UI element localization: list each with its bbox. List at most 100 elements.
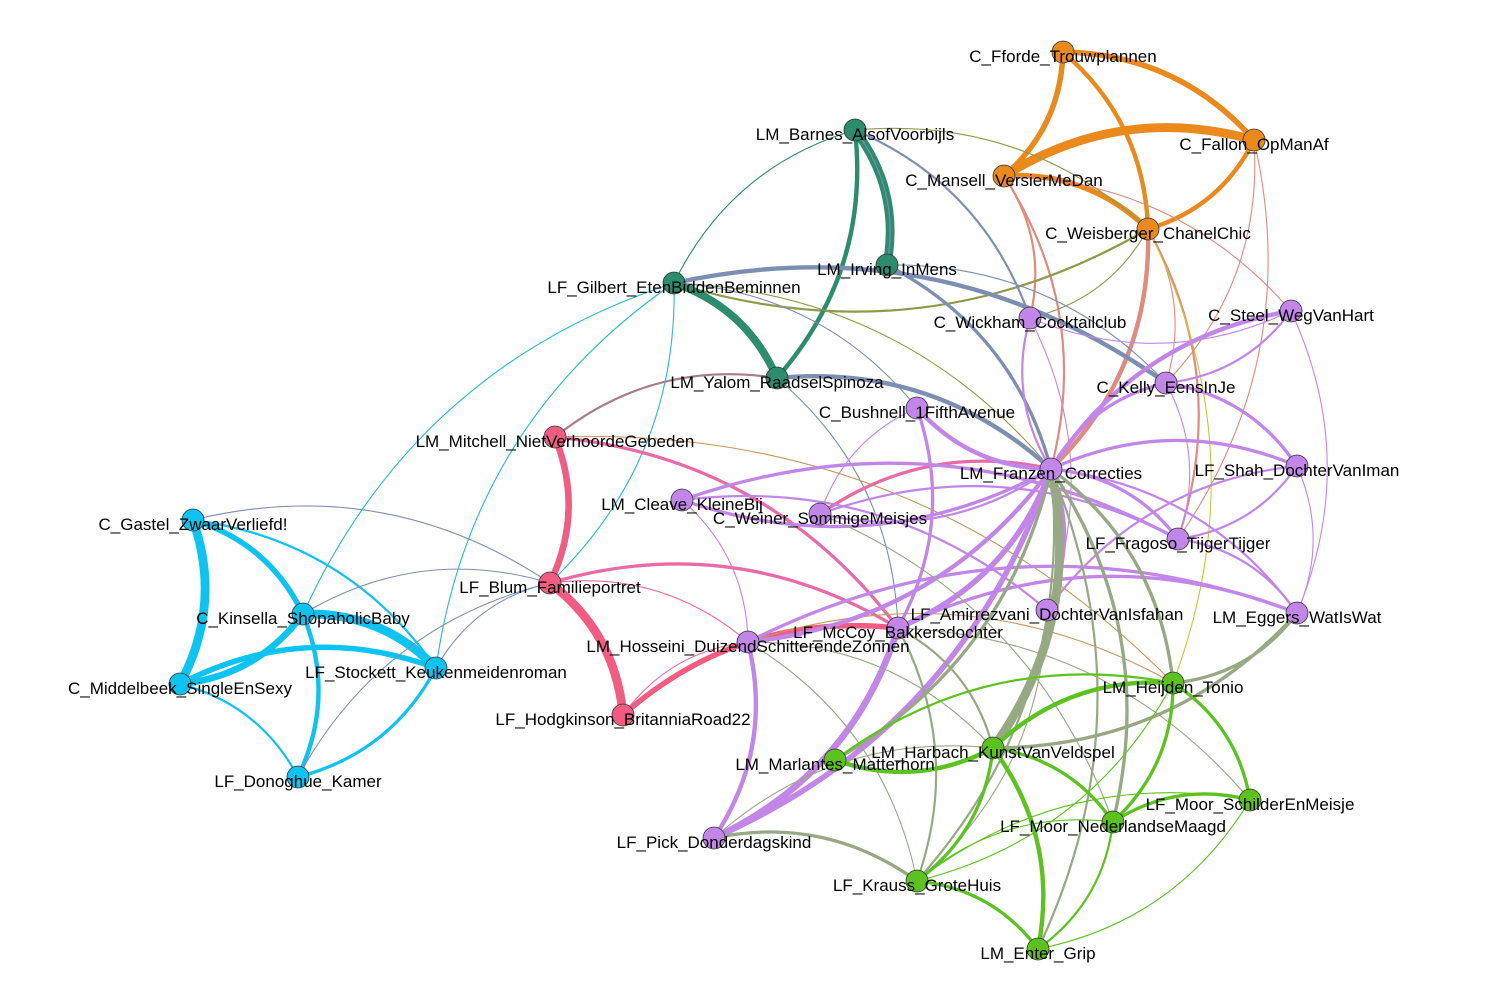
edge-barnes-wickham	[853, 128, 1032, 320]
node-franzen[interactable]	[1039, 457, 1063, 481]
edge-mansell-wickham	[1002, 174, 1037, 320]
edge-shah-fragoso	[1176, 464, 1299, 541]
edge-cleave-amirrezvani	[680, 494, 1049, 612]
edge-marlantes-heijden	[833, 673, 1175, 762]
node-yalom[interactable]	[765, 366, 789, 390]
edge-kinsella-blum	[302, 568, 551, 615]
edge-mansell-steel	[1003, 175, 1292, 312]
edge-heijden-moorn	[1111, 681, 1175, 824]
edge-krauss-moorn	[916, 819, 1114, 882]
node-pick[interactable]	[702, 826, 726, 850]
node-shah[interactable]	[1285, 454, 1309, 478]
node-weisberger[interactable]	[1136, 217, 1160, 241]
node-label-barnes: LM_Barnes_AlsofVoorbijls	[756, 125, 954, 144]
node-kelly[interactable]	[1154, 371, 1178, 395]
edge-irving-kelly	[886, 264, 1167, 384]
edge-gilbert-kelly	[671, 265, 1169, 386]
node-mansell[interactable]	[992, 164, 1016, 188]
node-bushnell[interactable]	[905, 396, 929, 420]
edge-franzen-wickham	[1021, 316, 1053, 471]
node-label-steel: C_Steel_WegVanHart	[1208, 306, 1374, 325]
edge-fallon-weisberger	[1145, 137, 1257, 232]
edge-weisberger-heijden	[1147, 228, 1212, 684]
edge-middelbeek-stockett	[177, 644, 439, 687]
edge-kelly-shah	[1164, 381, 1299, 468]
edge-blum-mccoy	[548, 562, 900, 630]
edge-pick-krauss	[712, 830, 919, 883]
edge-gilbert-franzen	[673, 282, 1052, 470]
node-heijden[interactable]	[1161, 671, 1185, 695]
node-fforde[interactable]	[1051, 40, 1075, 64]
edge-harbach-moorn	[991, 746, 1115, 824]
node-label-cleave: LM_Cleave_KleineBij	[601, 495, 763, 514]
edge-irving-franzen	[885, 263, 1053, 471]
node-mitchell[interactable]	[543, 425, 567, 449]
node-barnes[interactable]	[843, 118, 867, 142]
edge-weisberger-gilbert	[672, 227, 1150, 313]
node-moors[interactable]	[1238, 788, 1262, 812]
edge-barnes-irving	[850, 125, 895, 270]
node-cleave[interactable]	[670, 488, 694, 512]
edge-hosseini-heijden	[747, 613, 1174, 684]
node-steel[interactable]	[1279, 299, 1303, 323]
edge-eggers-heijden	[1171, 611, 1299, 685]
label-layer: C_Fforde_TrouwplannenC_Fallon_OpManAfC_M…	[68, 47, 1399, 963]
node-label-pick: LF_Pick_Donderdagskind	[617, 833, 812, 852]
node-enter[interactable]	[1026, 937, 1050, 961]
edge-franzen-weiner	[818, 467, 1053, 523]
node-label-harbach: LM_Harbach_KunstVanVeldspel	[871, 743, 1115, 762]
edge-steel-wickham	[1029, 310, 1292, 344]
node-middelbeek[interactable]	[168, 672, 192, 696]
edge-fragoso-eggers	[1176, 537, 1299, 615]
node-label-middelbeek: C_Middelbeek_SingleEnSexy	[68, 679, 292, 698]
node-donoghue[interactable]	[286, 765, 310, 789]
node-hodgkinson[interactable]	[611, 703, 635, 727]
node-weiner[interactable]	[808, 502, 832, 526]
edge-kinsella-stockett	[298, 609, 441, 673]
node-label-donoghue: LF_Donoghue_Kamer	[214, 772, 382, 791]
edge-cleave-fragoso	[680, 461, 1180, 541]
edge-fallon-kelly	[1165, 139, 1256, 384]
node-fragoso[interactable]	[1166, 527, 1190, 551]
edge-hosseini-harbach	[747, 641, 994, 749]
node-krauss[interactable]	[905, 869, 929, 893]
node-blum[interactable]	[538, 571, 562, 595]
edge-heijden-moors	[1171, 681, 1252, 802]
node-marlantes[interactable]	[823, 748, 847, 772]
edge-harbach-enter	[990, 745, 1046, 952]
edge-mccoy-eggers	[896, 574, 1299, 630]
edge-heijden-krauss	[916, 682, 1174, 882]
node-label-mccoy: LF_McCoy_Bakkersdochter	[793, 623, 1003, 642]
edge-krauss-moors	[916, 792, 1251, 882]
edge-mitchell-blum	[546, 433, 572, 587]
edge-weiner-moorn	[819, 513, 1114, 823]
node-fallon[interactable]	[1242, 128, 1266, 152]
node-amirrezvani[interactable]	[1035, 598, 1059, 622]
node-label-gilbert: LF_Gilbert_EtenBiddenBeminnen	[547, 278, 800, 297]
edge-yalom-mccoy	[776, 377, 899, 629]
edge-krauss-enter	[915, 879, 1040, 951]
node-label-bushnell: C_Bushnell_1FifthAvenue	[819, 403, 1015, 422]
node-harbach[interactable]	[981, 736, 1005, 760]
node-mccoy[interactable]	[886, 616, 910, 640]
node-moorn[interactable]	[1101, 810, 1125, 834]
edge-mccoy-krauss	[896, 626, 938, 883]
edge-mitchell-mccoy	[553, 435, 900, 630]
node-gilbert[interactable]	[662, 271, 686, 295]
node-hosseini[interactable]	[736, 630, 760, 654]
edge-mitchell-heijden	[554, 435, 1174, 684]
node-gastel[interactable]	[181, 508, 205, 532]
edge-cleave-hosseini	[681, 499, 749, 643]
edge-franzen-hosseini	[745, 466, 1054, 645]
node-eggers[interactable]	[1285, 601, 1309, 625]
edge-steel-eggers	[1290, 310, 1328, 614]
node-wickham[interactable]	[1018, 306, 1042, 330]
edge-gilbert-barnes	[673, 129, 856, 284]
node-label-weiner: C_Weiner_SommigeMeisjes	[713, 509, 927, 528]
node-label-blum: LF_Blum_Familieportret	[459, 578, 641, 597]
node-kinsella[interactable]	[291, 602, 315, 626]
node-irving[interactable]	[875, 253, 899, 277]
edge-hosseini-pick	[711, 639, 759, 841]
node-stockett[interactable]	[424, 656, 448, 680]
node-label-eggers: LM_Eggers_WatIsWat	[1213, 608, 1382, 627]
